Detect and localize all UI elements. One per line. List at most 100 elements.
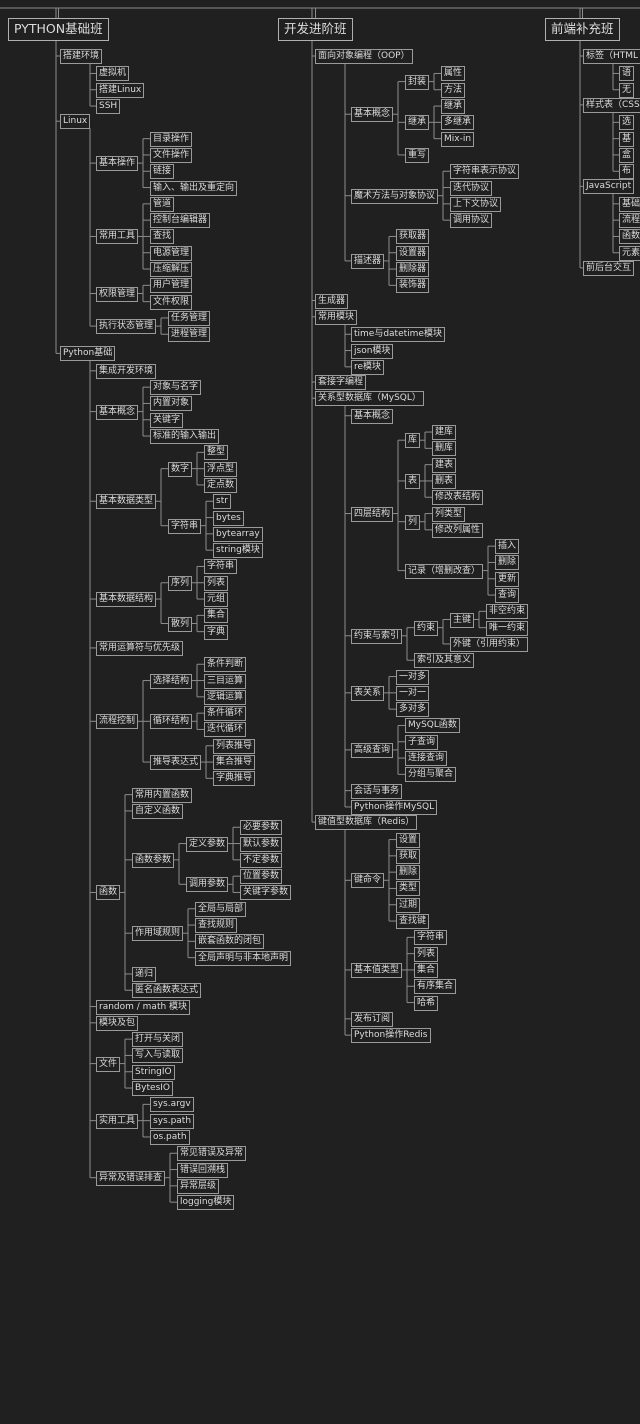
mind-node-d3[interactable]: 过期 <box>396 897 421 913</box>
mind-node-d2[interactable]: 异常及错误排查 <box>96 1170 166 1186</box>
mind-node-d2[interactable]: SSH <box>96 99 121 115</box>
mind-node-d4[interactable]: 修改表结构 <box>432 490 484 506</box>
mind-node-d3[interactable]: 获取器 <box>396 229 430 245</box>
mind-node-d2[interactable]: 文件 <box>96 1056 121 1072</box>
mind-node-d4[interactable]: 继承 <box>441 99 466 115</box>
mind-node-d4[interactable]: 三目运算 <box>204 673 247 689</box>
mind-node-d3[interactable]: 散列 <box>168 616 193 632</box>
mind-node-d3[interactable]: 字符串 <box>414 930 448 946</box>
mind-node-d3[interactable]: 分组与聚合 <box>405 767 457 783</box>
mind-node-d4[interactable]: 建库 <box>432 425 457 441</box>
mind-node-section[interactable]: 常用模块 <box>315 309 358 325</box>
mind-node-d2[interactable]: 常用运算符与优先级 <box>96 640 184 656</box>
mind-node-oop[interactable]: 面向对象编程（OOP） <box>315 49 413 64</box>
mind-node-d2[interactable]: json模块 <box>351 343 394 359</box>
mind-node-d4[interactable]: 嵌套函数的闭包 <box>195 934 265 950</box>
mind-node-d2[interactable]: 魔术方法与对象协议 <box>351 188 439 204</box>
mind-node-d2[interactable]: 语 <box>619 66 635 82</box>
mind-node-d3[interactable]: 装饰器 <box>396 278 430 294</box>
mind-node-d3[interactable]: 集合 <box>414 962 439 978</box>
mind-node-d2[interactable]: 表关系 <box>351 685 385 701</box>
mind-node-d3[interactable]: 删除器 <box>396 262 430 278</box>
mind-node-d2[interactable]: 基 <box>619 131 635 147</box>
mind-node-d3[interactable]: 哈希 <box>414 995 439 1011</box>
mind-node-d3[interactable]: 类型 <box>396 881 421 897</box>
mind-node-d3[interactable]: 调用协议 <box>450 213 493 229</box>
mind-node-d3[interactable]: 字符串表示协议 <box>450 164 520 180</box>
mind-node-d3[interactable]: logging模块 <box>177 1195 235 1211</box>
mind-node-d4[interactable]: 列表推导 <box>213 738 256 754</box>
mind-node-d3[interactable]: 输入、输出及重定向 <box>150 180 238 196</box>
mind-node-d4[interactable]: 字典 <box>204 624 229 640</box>
mind-node-d4[interactable]: 迭代循环 <box>204 722 247 738</box>
mind-node-d2[interactable]: 基础 <box>619 196 640 212</box>
mind-node-d2[interactable]: 集成开发环境 <box>96 363 157 379</box>
mind-node-d3[interactable]: sys.argv <box>150 1097 194 1113</box>
mind-node-javascript[interactable]: JavaScript <box>583 179 635 195</box>
mind-node-css[interactable]: 样式表（CSS <box>583 97 640 113</box>
mind-node-d5[interactable]: 必要参数 <box>240 820 283 836</box>
mind-node-d5[interactable]: 不定参数 <box>240 852 283 868</box>
mind-node-d4[interactable]: 方法 <box>441 82 466 98</box>
mind-node-d3[interactable]: 一对多 <box>396 669 430 685</box>
mind-node-linux[interactable]: Linux <box>60 114 91 130</box>
mind-node-d4[interactable]: 定点数 <box>204 477 238 493</box>
mind-node-d4[interactable]: 修改列属性 <box>432 522 484 538</box>
column-title-advanced[interactable]: 开发进阶班 <box>278 18 353 41</box>
mind-node-d3[interactable]: 进程管理 <box>168 327 211 343</box>
mind-node-redis[interactable]: 键值型数据库（Redis） <box>315 815 418 831</box>
mind-node-d3[interactable]: 链接 <box>150 164 175 180</box>
mind-node-d3[interactable]: 内置对象 <box>150 396 193 412</box>
mind-node-d4[interactable]: 建表 <box>432 457 457 473</box>
mind-node-d4[interactable]: bytes <box>213 510 244 526</box>
mind-node-d3[interactable]: 迭代协议 <box>450 180 493 196</box>
column-title-python[interactable]: PYTHON基础班 <box>8 18 109 41</box>
mind-node-d3[interactable]: 压缩解压 <box>150 262 193 278</box>
mind-node-d2[interactable]: Python操作Redis <box>351 1028 431 1044</box>
mind-node-section[interactable]: 前后台交互 <box>583 260 635 276</box>
mind-node-d3[interactable]: 对象与名字 <box>150 380 202 396</box>
mind-node-d4[interactable]: 更新 <box>495 571 520 587</box>
mind-node-d3[interactable]: 数字 <box>168 461 193 477</box>
mind-node-d2[interactable]: 描述器 <box>351 253 385 269</box>
mind-node-d3[interactable]: 自定义函数 <box>132 803 184 819</box>
mind-node-d4[interactable]: 全局声明与非本地声明 <box>195 950 292 966</box>
mind-node-d2[interactable]: 键命令 <box>351 873 385 889</box>
mind-node-section[interactable]: 套接字编程 <box>315 375 367 390</box>
mind-node-d3[interactable]: 删除 <box>396 865 421 881</box>
mind-node-d2[interactable]: 执行状态管理 <box>96 319 157 335</box>
mind-node-d2[interactable]: 发布订阅 <box>351 1011 394 1027</box>
mind-node-d2[interactable]: 四层结构 <box>351 506 394 522</box>
mind-node-d3[interactable]: 常用内置函数 <box>132 787 193 803</box>
mind-node-d4[interactable]: 整型 <box>204 445 229 461</box>
mind-node-d2[interactable]: 无 <box>619 82 635 98</box>
mind-node-d3[interactable]: 标准的输入输出 <box>150 429 220 445</box>
mind-node-d4[interactable]: 全局与局部 <box>195 901 247 917</box>
mind-node-d4[interactable]: 集合推导 <box>213 755 256 771</box>
mind-node-d3[interactable]: 重写 <box>405 147 430 163</box>
mind-node-d2[interactable]: 盒 <box>619 147 635 163</box>
mind-node-d3[interactable]: os.path <box>150 1129 190 1145</box>
mind-node-d2[interactable]: 基本概念 <box>351 107 394 123</box>
mind-node-d4[interactable]: 删表 <box>432 473 457 489</box>
mind-node-mysql[interactable]: 关系型数据库（MySQL） <box>315 391 424 407</box>
mind-node-d3[interactable]: 用户管理 <box>150 278 193 294</box>
mind-node-d3[interactable]: 一对一 <box>396 685 430 701</box>
mind-node-d3[interactable]: 子查询 <box>405 734 439 750</box>
mind-node-section[interactable]: 生成器 <box>315 293 349 309</box>
mind-node-d3[interactable]: 管道 <box>150 196 175 212</box>
mind-node-d2[interactable]: 模块及包 <box>96 1015 139 1031</box>
mind-node-d4[interactable]: 浮点型 <box>204 461 238 477</box>
mind-node-d4[interactable]: 列类型 <box>432 506 466 522</box>
mind-node-d2[interactable]: 流程 <box>619 213 640 229</box>
mind-node-d2[interactable]: 搭建Linux <box>96 82 145 98</box>
mind-node-d2[interactable]: 基本概念 <box>351 408 394 424</box>
mind-node-d3[interactable]: 字符串 <box>168 518 202 534</box>
mind-node-d2[interactable]: 基本操作 <box>96 156 139 172</box>
mind-node-d3[interactable]: BytesIO <box>132 1081 173 1097</box>
mind-node-d3[interactable]: 目录操作 <box>150 131 193 147</box>
mind-node-d4[interactable]: 外键（引用约束） <box>450 636 529 652</box>
mind-node-d3[interactable]: 继承 <box>405 115 430 131</box>
mind-node-d3[interactable]: sys.path <box>150 1113 195 1129</box>
mind-node-d3[interactable]: 递归 <box>132 966 157 982</box>
